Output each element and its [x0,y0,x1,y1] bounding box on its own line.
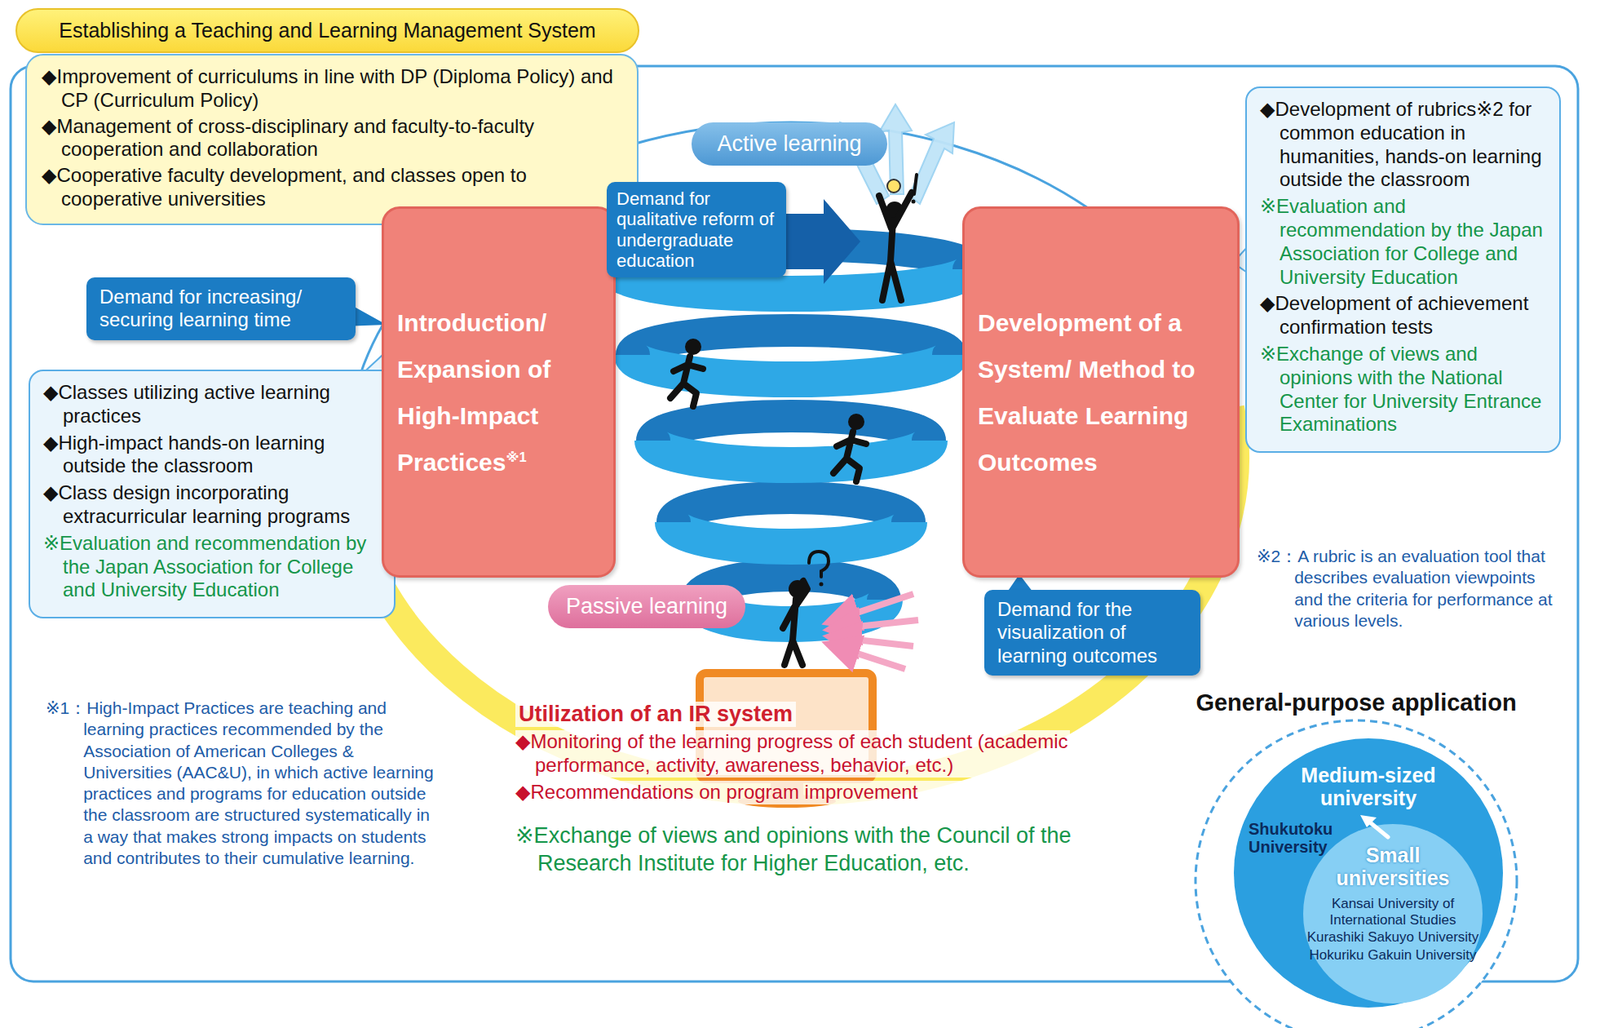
demand-callout: Demand for increasing/ securing learning… [86,277,356,341]
box-text: ※Evaluation and recommendation by the Ja… [43,531,381,602]
box-text: ◆Class design incorporating extracurricu… [43,481,381,529]
evaluation-box: ◆Development of rubrics※2 for common edu… [1245,86,1561,453]
process-box: Development of a System/ Method to Evalu… [962,206,1240,578]
circle-text: Kansai University of International Studi… [1301,895,1485,928]
box-text: ◆Cooperative faculty development, and cl… [41,163,623,212]
running-figure [670,338,703,407]
box-text: ◆Development of rubrics※2 for common edu… [1259,97,1547,192]
footnote: ※2：A rubric is an evaluation tool that d… [1256,545,1567,632]
ir-heading: Utilization of an IR system [515,701,796,727]
demand-callout: Demand for qualitative reform of undergr… [606,181,787,278]
box-text: Demand for increasing/ securing learning… [99,285,343,332]
spiral-band [652,440,930,465]
running-figure [833,413,867,482]
application-circle: General-purpose applicationMedium-sized … [1193,689,1520,1028]
footnote: ※1：High-Impact Practices are teaching an… [45,697,434,869]
box-text: Demand for the visualization of learning… [997,597,1188,668]
box-text: ◆Management of cross-disciplinary and fa… [41,114,623,163]
box-text: ◆High-impact hands-on learning outside t… [43,431,381,479]
box-title: Introduction/ Expansion of High-Impact P… [397,309,551,476]
spiral-band [652,415,930,441]
lightbulb [887,179,901,193]
active-figure [879,174,917,301]
burst-arrow [909,122,955,204]
spiral-band [672,521,910,547]
question-mark [819,582,824,587]
circle-shape [1195,720,1517,1028]
box-title: ※1 [505,449,526,465]
box-text: Passive learning [565,593,728,619]
box-text: ◆Development of achievement confirmation… [1259,291,1547,340]
exclamation [914,174,917,195]
figure-body [782,580,808,665]
pink-arrow [841,619,919,628]
question-mark [808,551,829,577]
circle-text: Medium-sized university [1278,764,1459,809]
circle-shape [1233,738,1503,1008]
figure-body [879,192,912,301]
process-box: Introduction/ Expansion of High-Impact P… [381,206,616,578]
ir-bullet: ◆Monitoring of the learning progress of … [515,729,1070,778]
medium-circle: Medium-sized universityShukutoku Univers… [1233,738,1503,1008]
box-text: ※Exchange of views and opinions with the… [1259,342,1547,437]
exchange-note: ※Exchange of views and opinions with the… [515,822,1119,878]
circle-text: Small universities [1319,844,1467,889]
ir-bullet: ◆Recommendations on program improvement [515,780,1070,805]
circle-text: Shukutoku University [1248,819,1351,856]
growth-arrow [1360,814,1377,827]
figure-head [848,413,865,430]
exclamation [911,199,916,204]
policy-box: ◆Improvement of curriculums in line with… [25,53,639,226]
figure-body [833,431,867,482]
box-text: Demand for qualitative reform of undergr… [616,188,777,271]
box-title: Development of a System/ Method to Evalu… [977,309,1196,476]
spiral-band [632,330,951,355]
circle-text: Kurashiki Sakuyo University [1301,928,1485,946]
figure-body [670,356,703,407]
pink-arrows [839,593,919,669]
box-text: ※Evaluation and recommendation by the Ja… [1259,194,1547,289]
circle-text: Hokuriku Gakuin University [1301,946,1485,964]
growth-arrow [1370,822,1388,837]
spiral-band [672,497,910,522]
passive-figure [782,551,829,665]
reform-arrow [778,198,861,284]
box-text: ◆Improvement of curriculums in line with… [41,65,623,113]
pink-arrow [839,593,914,619]
active-pill: Active learning [691,122,888,166]
practice-box: ◆Classes utilizing active learning pract… [28,369,396,619]
box-text: Active learning [716,131,862,157]
spiral [611,244,971,624]
small-circle: Small universitiesKansai University of I… [1303,823,1483,1004]
circle-text: General-purpose application [1160,689,1552,717]
passive-pill: Passive learning [548,584,746,628]
figure-head [685,338,702,355]
box-text: ◆Classes utilizing active learning pract… [43,380,381,429]
title-banner: Establishing a Teaching and Learning Man… [15,8,640,54]
pink-arrow [839,647,906,669]
pink-arrow [841,637,914,646]
demand-callout: Demand for the visualization of learning… [984,589,1201,676]
